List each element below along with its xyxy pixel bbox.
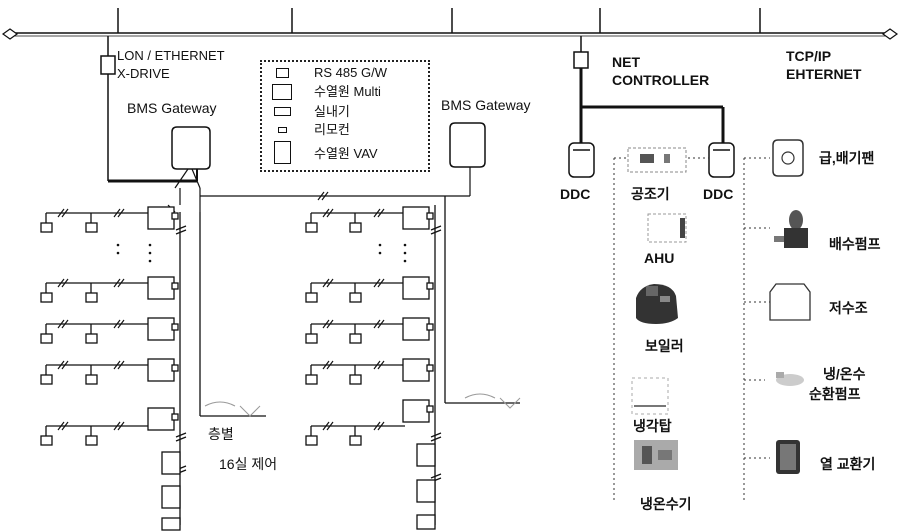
supply-exhaust-fan-icon [773, 140, 803, 176]
chiller-icon [634, 440, 678, 470]
bms-gateway-right-label: BMS Gateway [441, 97, 530, 113]
chiller-label: 냉온수기 [640, 496, 692, 512]
legend-label: 리모컨 [314, 122, 350, 138]
x-drive-label: X-DRIVE [117, 66, 170, 82]
ddc-right-label: DDC [703, 186, 733, 202]
ahu-icon [628, 148, 686, 172]
tcpip-label: TCP/IP [786, 48, 831, 64]
water-tank-icon [770, 284, 810, 320]
cooling-tower-icon [632, 378, 668, 414]
legend-item-vav: 수열원 VAV [262, 142, 428, 160]
bms-gateway-right-device [450, 123, 485, 167]
circulation-pump-icon [776, 372, 804, 386]
legend-item-remote: 리모컨 [262, 122, 428, 140]
ddc-right-device [709, 143, 734, 177]
boiler-icon [636, 284, 678, 324]
vav-unit-symbol [274, 141, 291, 164]
heat-exchanger-label: 열 교환기 [820, 456, 875, 472]
multi-unit-symbol [272, 84, 292, 100]
left-indoor-unit-cluster [41, 207, 266, 530]
legend-label: 수열원 Multi [314, 84, 381, 100]
legend-label: 실내기 [314, 104, 350, 120]
backbone-end-right [883, 29, 897, 39]
left-cluster-ellipsis-dots [117, 244, 152, 263]
gateway-links [168, 167, 470, 212]
chilled-hot-water-label: 냉/온수 [823, 366, 866, 382]
legend: RS 485 G/W 수열원 Multi 실내기 리모컨 수열원 VAV [260, 60, 430, 172]
lon-ethernet-label: LON / ETHERNET [117, 48, 225, 64]
floor-control-line2: 16실 제어 [219, 456, 277, 472]
ahu-unit-icon [648, 214, 686, 242]
drain-pump-icon [774, 210, 808, 248]
backbone-line [10, 8, 890, 36]
indoor-unit-symbol [274, 107, 291, 116]
left-cluster-break-marks [58, 209, 124, 430]
heat-exchanger-icon [776, 440, 800, 474]
legend-item-indoor: 실내기 [262, 104, 428, 122]
controller-label: CONTROLLER [612, 72, 709, 88]
net-controller-device [574, 36, 723, 143]
circulation-pump-label: 순환펌프 [809, 386, 861, 402]
legend-label: 수열원 VAV [314, 146, 378, 162]
legend-item-multi: 수열원 Multi [262, 84, 428, 102]
ddc-left-device [569, 143, 594, 177]
ahu-label: AHU [644, 250, 674, 266]
supply-exhaust-fan-label: 급,배기팬 [819, 150, 874, 166]
backbone-end-left [3, 29, 17, 39]
net-label: NET [612, 54, 640, 70]
drain-pump-label: 배수펌프 [829, 236, 881, 252]
bms-gateway-left-label: BMS Gateway [127, 100, 216, 116]
right-cluster-ellipsis-dots [379, 244, 407, 263]
ddc-left-label: DDC [560, 186, 590, 202]
ethernet-label: EHTERNET [786, 66, 861, 82]
remote-symbol [278, 127, 287, 133]
legend-item-rs485: RS 485 G/W [262, 65, 428, 83]
boiler-label: 보일러 [645, 338, 684, 354]
right-indoor-unit-cluster [306, 196, 520, 529]
floor-control-line1: 층별 [208, 426, 234, 442]
rs485-gateway-symbol [276, 68, 289, 78]
floor-remote-sketch [205, 394, 520, 416]
water-tank-label: 저수조 [829, 300, 868, 316]
cooling-tower-label: 냉각탑 [633, 418, 672, 434]
air-handler-label: 공조기 [631, 186, 670, 202]
bms-gateway-left-device [172, 127, 210, 169]
legend-label: RS 485 G/W [314, 65, 387, 81]
